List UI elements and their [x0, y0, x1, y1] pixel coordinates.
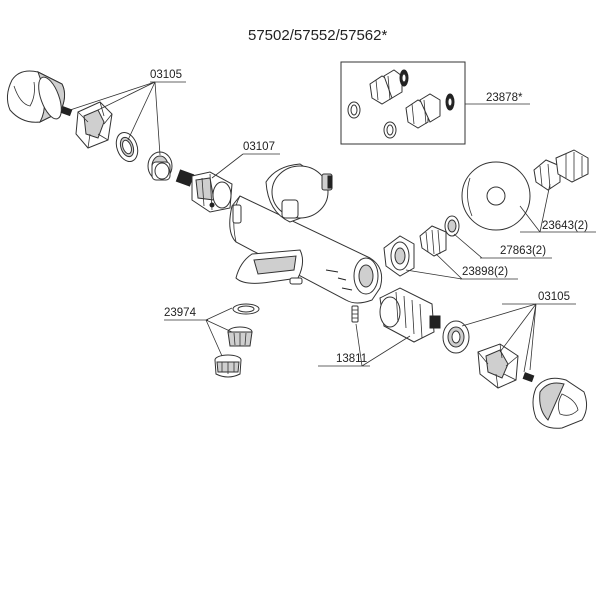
union-nut-23898 — [383, 235, 415, 277]
diverter-cartridge — [379, 287, 441, 343]
inset-connector-upper — [369, 69, 409, 105]
handle-adapter-right — [477, 343, 519, 389]
trim-ring-left — [115, 131, 139, 163]
trim-ring-right — [442, 320, 470, 354]
label-03105-bottom: 03105 — [538, 291, 570, 303]
label-27863: 27863(2) — [500, 245, 546, 257]
handle-knob-right — [532, 377, 588, 429]
inset-box-23878: 23878* — [340, 61, 530, 145]
aerator-washer — [232, 303, 260, 315]
label-23974: 23974 — [164, 307, 197, 319]
label-03107: 03107 — [243, 141, 275, 153]
label-23878: 23878* — [486, 92, 523, 104]
mixer-body — [229, 163, 383, 304]
label-23643: 23643(2) — [542, 220, 588, 232]
inset-washers — [347, 101, 397, 139]
label-23898: 23898(2) — [462, 266, 508, 278]
label-23643-group: 23643(2) — [519, 183, 596, 233]
label-13811-group: 13811 — [318, 323, 411, 367]
label-27863-group: 27863(2) — [453, 233, 552, 259]
aerator-insert — [227, 326, 253, 347]
service-pin-13811 — [351, 305, 359, 323]
thermostatic-cartridge — [175, 169, 233, 213]
label-03105-top-group: 03105 — [69, 69, 186, 156]
model-number-title: 57502/57552/57562* — [248, 27, 387, 44]
connector-fitting — [419, 225, 447, 257]
handle-knob-left — [6, 70, 66, 124]
rosette-nut-left — [147, 151, 173, 181]
aerator-housing — [214, 354, 242, 378]
label-23898-group: 23898(2) — [405, 253, 518, 280]
wall-flange-23643 — [461, 161, 531, 231]
label-03105-bottom-group: 03105 — [461, 291, 576, 373]
label-03107-group: 03107 — [211, 141, 280, 179]
handle-adapter-left — [75, 101, 113, 149]
handle-screw-right — [522, 372, 535, 383]
inset-connector-lower — [405, 93, 455, 129]
label-13811: 13811 — [336, 353, 367, 365]
label-03105-top: 03105 — [150, 69, 182, 81]
label-23974-group: 23974 — [164, 307, 233, 357]
eccentric-connector — [533, 149, 589, 191]
filter-27863 — [444, 215, 460, 237]
handle-screw-left — [60, 106, 73, 117]
